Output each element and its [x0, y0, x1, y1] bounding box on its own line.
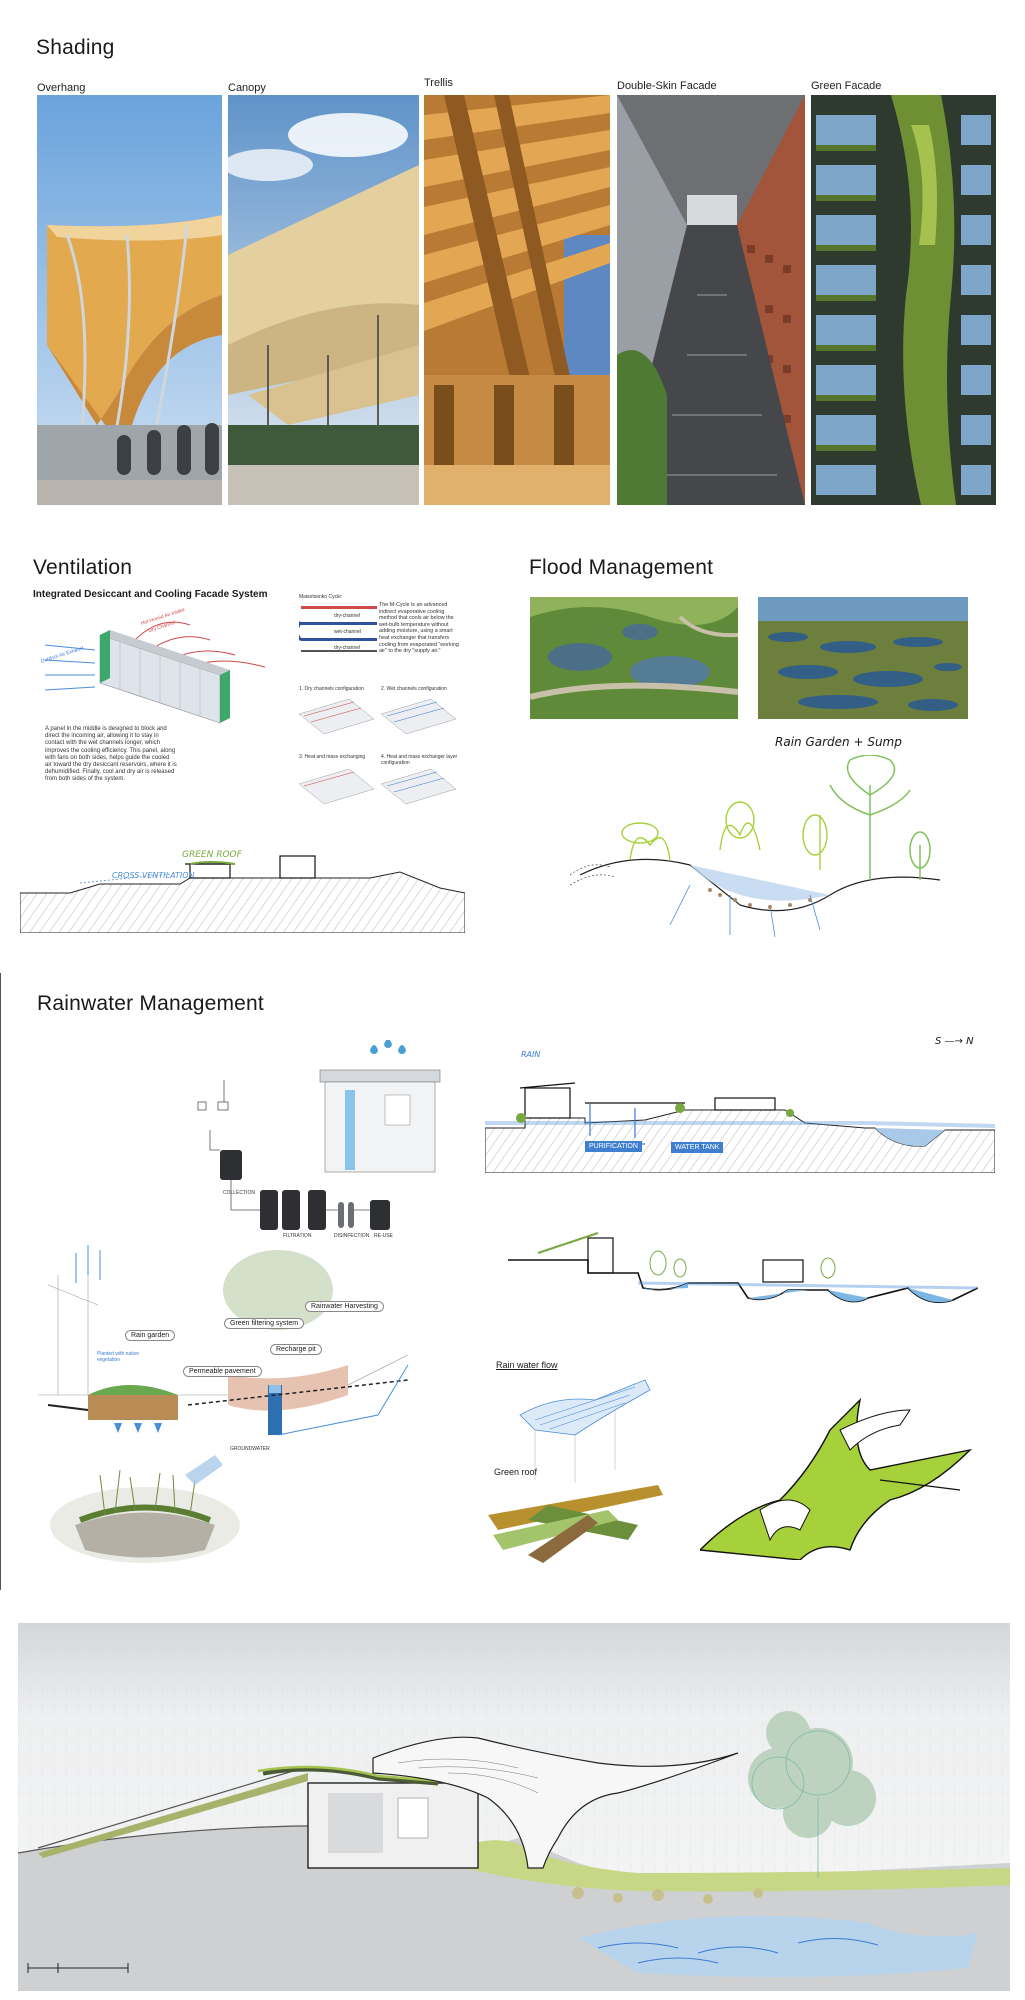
callout-permeable-text: Permeable pavement	[189, 1368, 256, 1375]
cycle-dry-2: dry-channel	[334, 645, 361, 651]
reuse-label: RE-USE	[374, 1233, 393, 1239]
callout-harvesting-text: Rainwater Harvesting	[311, 1303, 378, 1310]
bioretention-detail	[45, 1455, 245, 1570]
filtration-label: FILTRATION	[283, 1233, 312, 1239]
cycle-title: Maisotsenko Cycle:	[299, 594, 343, 600]
groundwater-label: GROUNDWATER	[230, 1446, 270, 1452]
building-section-rendering	[18, 1623, 1010, 1991]
rainwater-title: Rainwater Management	[37, 992, 264, 1015]
heat-exchanger-configs	[299, 694, 461, 814]
cycle-wet: wet-channel	[334, 629, 361, 635]
cross-ventilation-label: CROSS VENTILATION	[112, 871, 195, 880]
compass-label: S —→ N	[935, 1036, 974, 1047]
double-skin-photo	[617, 95, 805, 505]
wetland-photo-1	[530, 597, 738, 719]
overhang-photo	[37, 95, 222, 505]
desiccant-description: A panel in the middle is designed to blo…	[45, 726, 177, 783]
trellis-label: Trellis	[424, 77, 453, 89]
purification-text: PURIFICATION	[589, 1143, 638, 1150]
m-cycle-diagram	[299, 602, 379, 654]
green-roof-sketch-small	[488, 1475, 663, 1565]
waterfront-section	[508, 1228, 978, 1313]
config-4-label: 4. Heat and mass exchanger layer configu…	[381, 754, 458, 766]
flood-title: Flood Management	[529, 556, 714, 579]
green-facade-photo	[811, 95, 996, 505]
canopy-photo	[228, 95, 419, 505]
trellis-photo	[424, 95, 610, 505]
shading-title: Shading	[36, 36, 115, 59]
callout-recharge-text: Recharge pit	[276, 1346, 316, 1353]
overhang-label: Overhang	[37, 82, 86, 94]
rain-water-flow-sketch	[515, 1375, 655, 1485]
desiccant-panel-diagram	[40, 605, 280, 725]
purification-box: PURIFICATION	[585, 1141, 642, 1152]
callout-rain-garden-text: Rain garden	[131, 1332, 170, 1339]
callout-harvesting: Rainwater Harvesting	[305, 1301, 384, 1312]
green-roof-title: Green roof	[494, 1467, 538, 1477]
callout-permeable: Permeable pavement	[183, 1366, 262, 1377]
config-2-label: 2. Wet channels configuration	[381, 686, 447, 692]
callout-green-filter: Green filtering system	[224, 1318, 305, 1329]
rain-water-flow-title: Rain water flow	[496, 1360, 558, 1370]
desiccant-diagram-title: Integrated Desiccant and Cooling Facade …	[33, 589, 268, 600]
config-3-label: 3. Heat and mass exchanging	[299, 754, 366, 760]
wetland-photo-2	[758, 597, 968, 719]
green-facade-label: Green Facade	[811, 80, 882, 92]
canopy-label: Canopy	[228, 82, 266, 94]
ventilation-section	[20, 848, 465, 933]
callout-recharge-pit: Recharge pit	[270, 1344, 322, 1355]
purification-section	[485, 1058, 995, 1173]
callout-green-filter-text: Green filtering system	[230, 1320, 299, 1327]
collection-label: COLLECTION	[223, 1190, 255, 1196]
harvesting-system-diagram	[190, 1040, 450, 1245]
double-skin-label: Double-Skin Facade	[617, 80, 717, 92]
green-roof-sketch-large	[700, 1390, 980, 1560]
cycle-text: The M-Cycle is an advanced indirect evap…	[379, 602, 459, 655]
callout-rain-garden: Rain garden	[125, 1330, 176, 1341]
green-roof-label: GREEN ROOF	[182, 850, 242, 860]
ventilation-title: Ventilation	[33, 556, 133, 579]
water-tank-box: WATER TANK	[671, 1142, 724, 1153]
rain-label: RAIN	[521, 1050, 541, 1059]
cycle-dry-1: dry-channel	[334, 613, 361, 619]
disinfection-label: DISINFECTION	[334, 1233, 370, 1239]
rain-garden-label: Rain Garden + Sump	[775, 735, 902, 749]
config-1-label: 1. Dry channels configuration	[299, 686, 364, 692]
section-divider-line	[0, 973, 1, 1590]
native-vegetation-note: Planted with native vegetation	[97, 1351, 139, 1363]
site-axonometric	[28, 1245, 428, 1440]
rain-garden-sketch	[570, 755, 950, 940]
water-tank-text: WATER TANK	[675, 1144, 720, 1151]
